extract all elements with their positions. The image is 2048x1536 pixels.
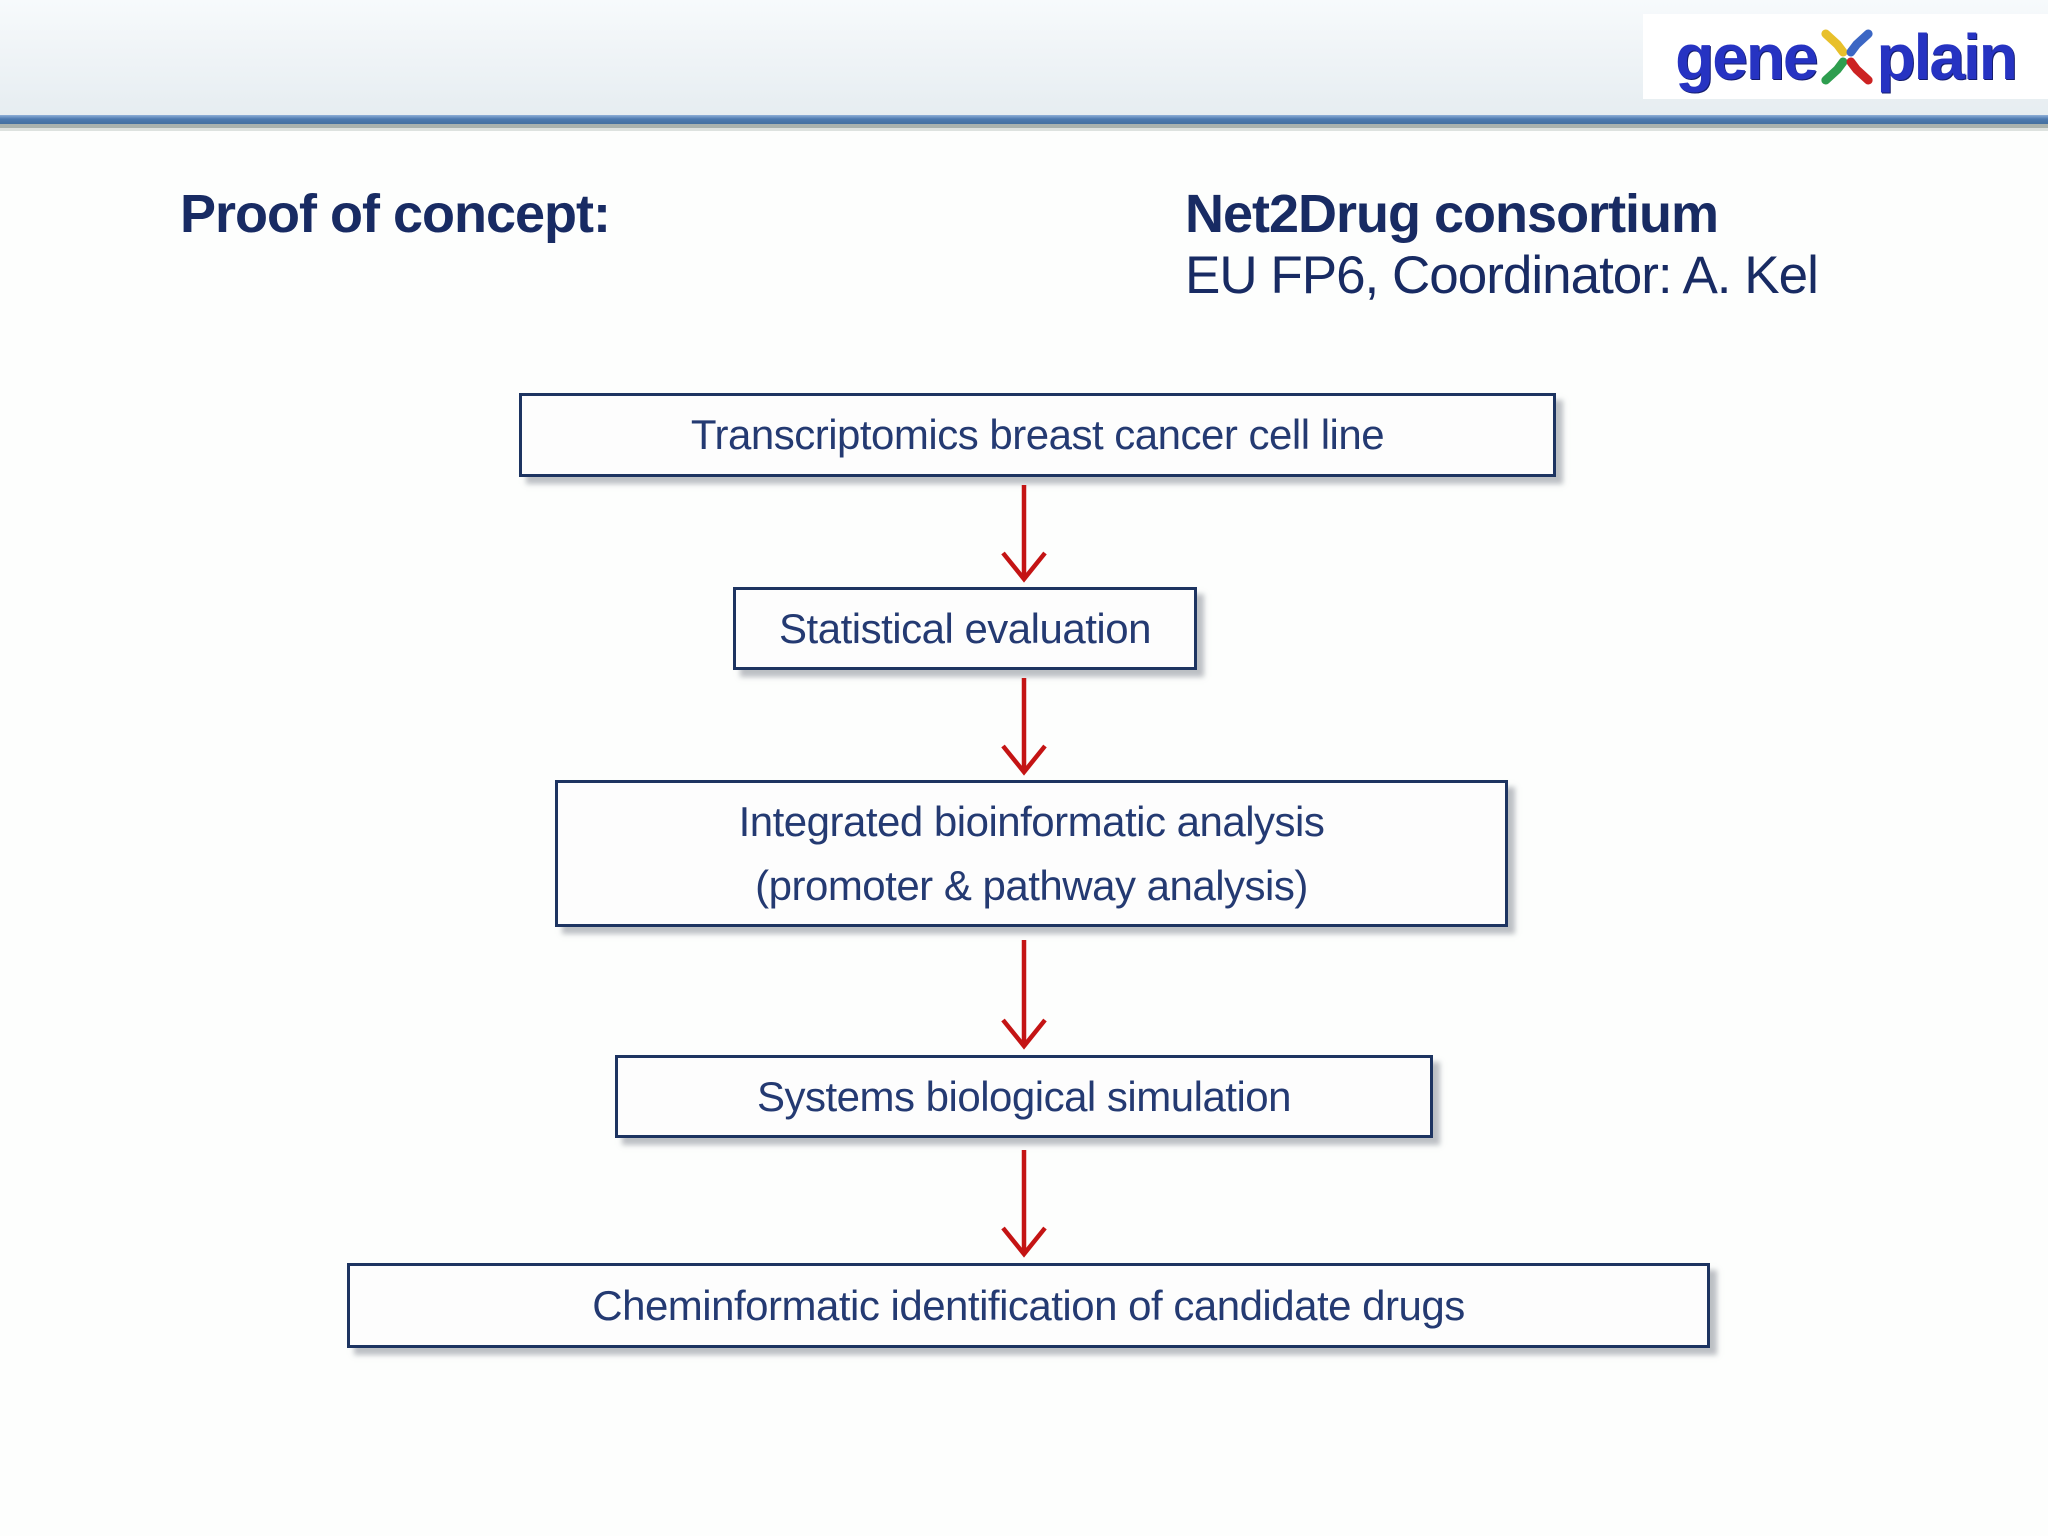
flow-step-label: Statistical evaluation xyxy=(779,604,1151,652)
flow-step-label: Cheminformatic identification of candida… xyxy=(592,1281,1465,1329)
flow-step-label-line2: (promoter & pathway analysis) xyxy=(755,861,1308,909)
flow-step-integrated-bioinformatic-analysis: Integrated bioinformatic analysis (promo… xyxy=(555,780,1508,927)
consortium-title: Net2Drug consortium xyxy=(1185,184,1719,244)
page-title: Proof of concept: xyxy=(180,184,611,244)
flow-arrow-1-down-icon xyxy=(994,485,1054,585)
top-rule-blue xyxy=(0,115,2048,124)
genexplain-logo: gene plain xyxy=(1643,14,2048,99)
flow-step-label-line1: Integrated bioinformatic analysis xyxy=(738,797,1325,845)
consortium-subtitle: EU FP6, Coordinator: A. Kel xyxy=(1185,246,1819,305)
flow-arrow-3-down-icon xyxy=(994,940,1054,1052)
logo-text-gene: gene xyxy=(1675,20,1818,93)
flow-arrow-4-down-icon xyxy=(994,1150,1054,1260)
flow-step-statistical-evaluation: Statistical evaluation xyxy=(733,587,1197,670)
flow-step-systems-biological-simulation: Systems biological simulation xyxy=(615,1055,1433,1138)
logo-text-plain: plain xyxy=(1876,20,2018,93)
top-rule-fade xyxy=(0,128,2048,131)
flow-step-label: Systems biological simulation xyxy=(756,1072,1292,1120)
flow-arrow-2-down-icon xyxy=(994,678,1054,778)
consortium-block: Net2Drug consortium EU FP6, Coordinator:… xyxy=(1185,183,1945,307)
flow-step-cheminformatic-identification: Cheminformatic identification of candida… xyxy=(347,1263,1710,1348)
flow-step-label: Transcriptomics breast cancer cell line xyxy=(690,411,1385,458)
colored-x-dna-icon xyxy=(1820,28,1873,85)
flow-step-transcriptomics: Transcriptomics breast cancer cell line xyxy=(519,393,1556,477)
top-rule-gray xyxy=(0,124,2048,128)
